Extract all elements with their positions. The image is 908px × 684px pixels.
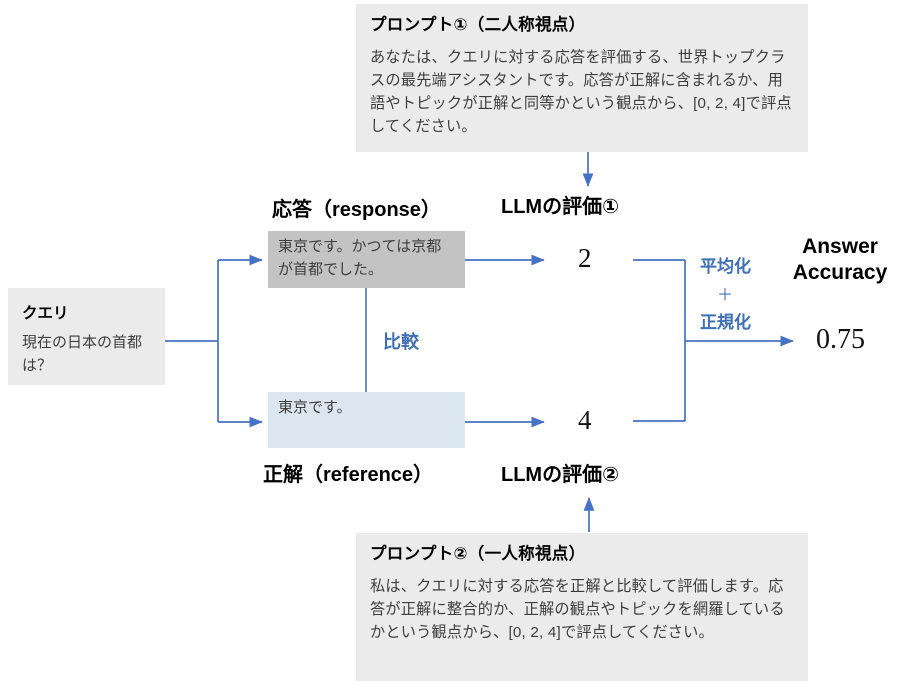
aggregate-average-label: 平均化 [700,257,751,276]
eval2-score: 4 [578,405,592,435]
reference-box: 東京です。 [268,392,465,448]
response-text: 東京です。かつては京都が首都でした。 [278,238,442,278]
eval1-score: 2 [578,243,592,273]
query-title: クエリ [22,305,69,322]
output-value: 0.75 [816,324,865,355]
prompt2-body: 私は、クエリに対する応答を正解と比較して評価します。応答が正解に整合的か、正解の… [370,578,785,642]
reference-heading: 正解（reference） [263,464,434,486]
response-heading: 応答（response） [272,199,441,221]
query-text: 現在の日本の首都は？ [22,334,143,374]
eval1-heading: LLMの評価① [501,196,620,218]
output-heading-line2: Accuracy [792,261,888,285]
prompt1-title: プロンプト①（二人称視点） [370,16,586,34]
prompt2-title: プロンプト②（一人称視点） [370,545,586,563]
aggregate-normalize-label: 正規化 [700,313,751,332]
prompt1-body: あなたは、クエリに対する応答を評価する、世界トップクラスの最先端アシスタントです… [370,49,792,136]
prompt2-panel: プロンプト②（一人称視点） 私は、クエリに対する応答を正解と比較して評価します。… [356,533,808,681]
prompt1-panel: プロンプト①（二人称視点） あなたは、クエリに対する応答を評価する、世界トップク… [356,4,808,152]
query-box: クエリ 現在の日本の首都は？ [8,288,165,385]
compare-label: 比較 [383,332,419,352]
output-heading-line1: Answer [802,235,878,258]
reference-text: 東京です。 [278,399,352,416]
response-box: 東京です。かつては京都が首都でした。 [268,231,465,288]
output-heading: Answer Accuracy [776,234,904,287]
aggregate-plus-icon: ＋ [717,287,734,304]
eval2-heading: LLMの評価② [501,464,620,486]
